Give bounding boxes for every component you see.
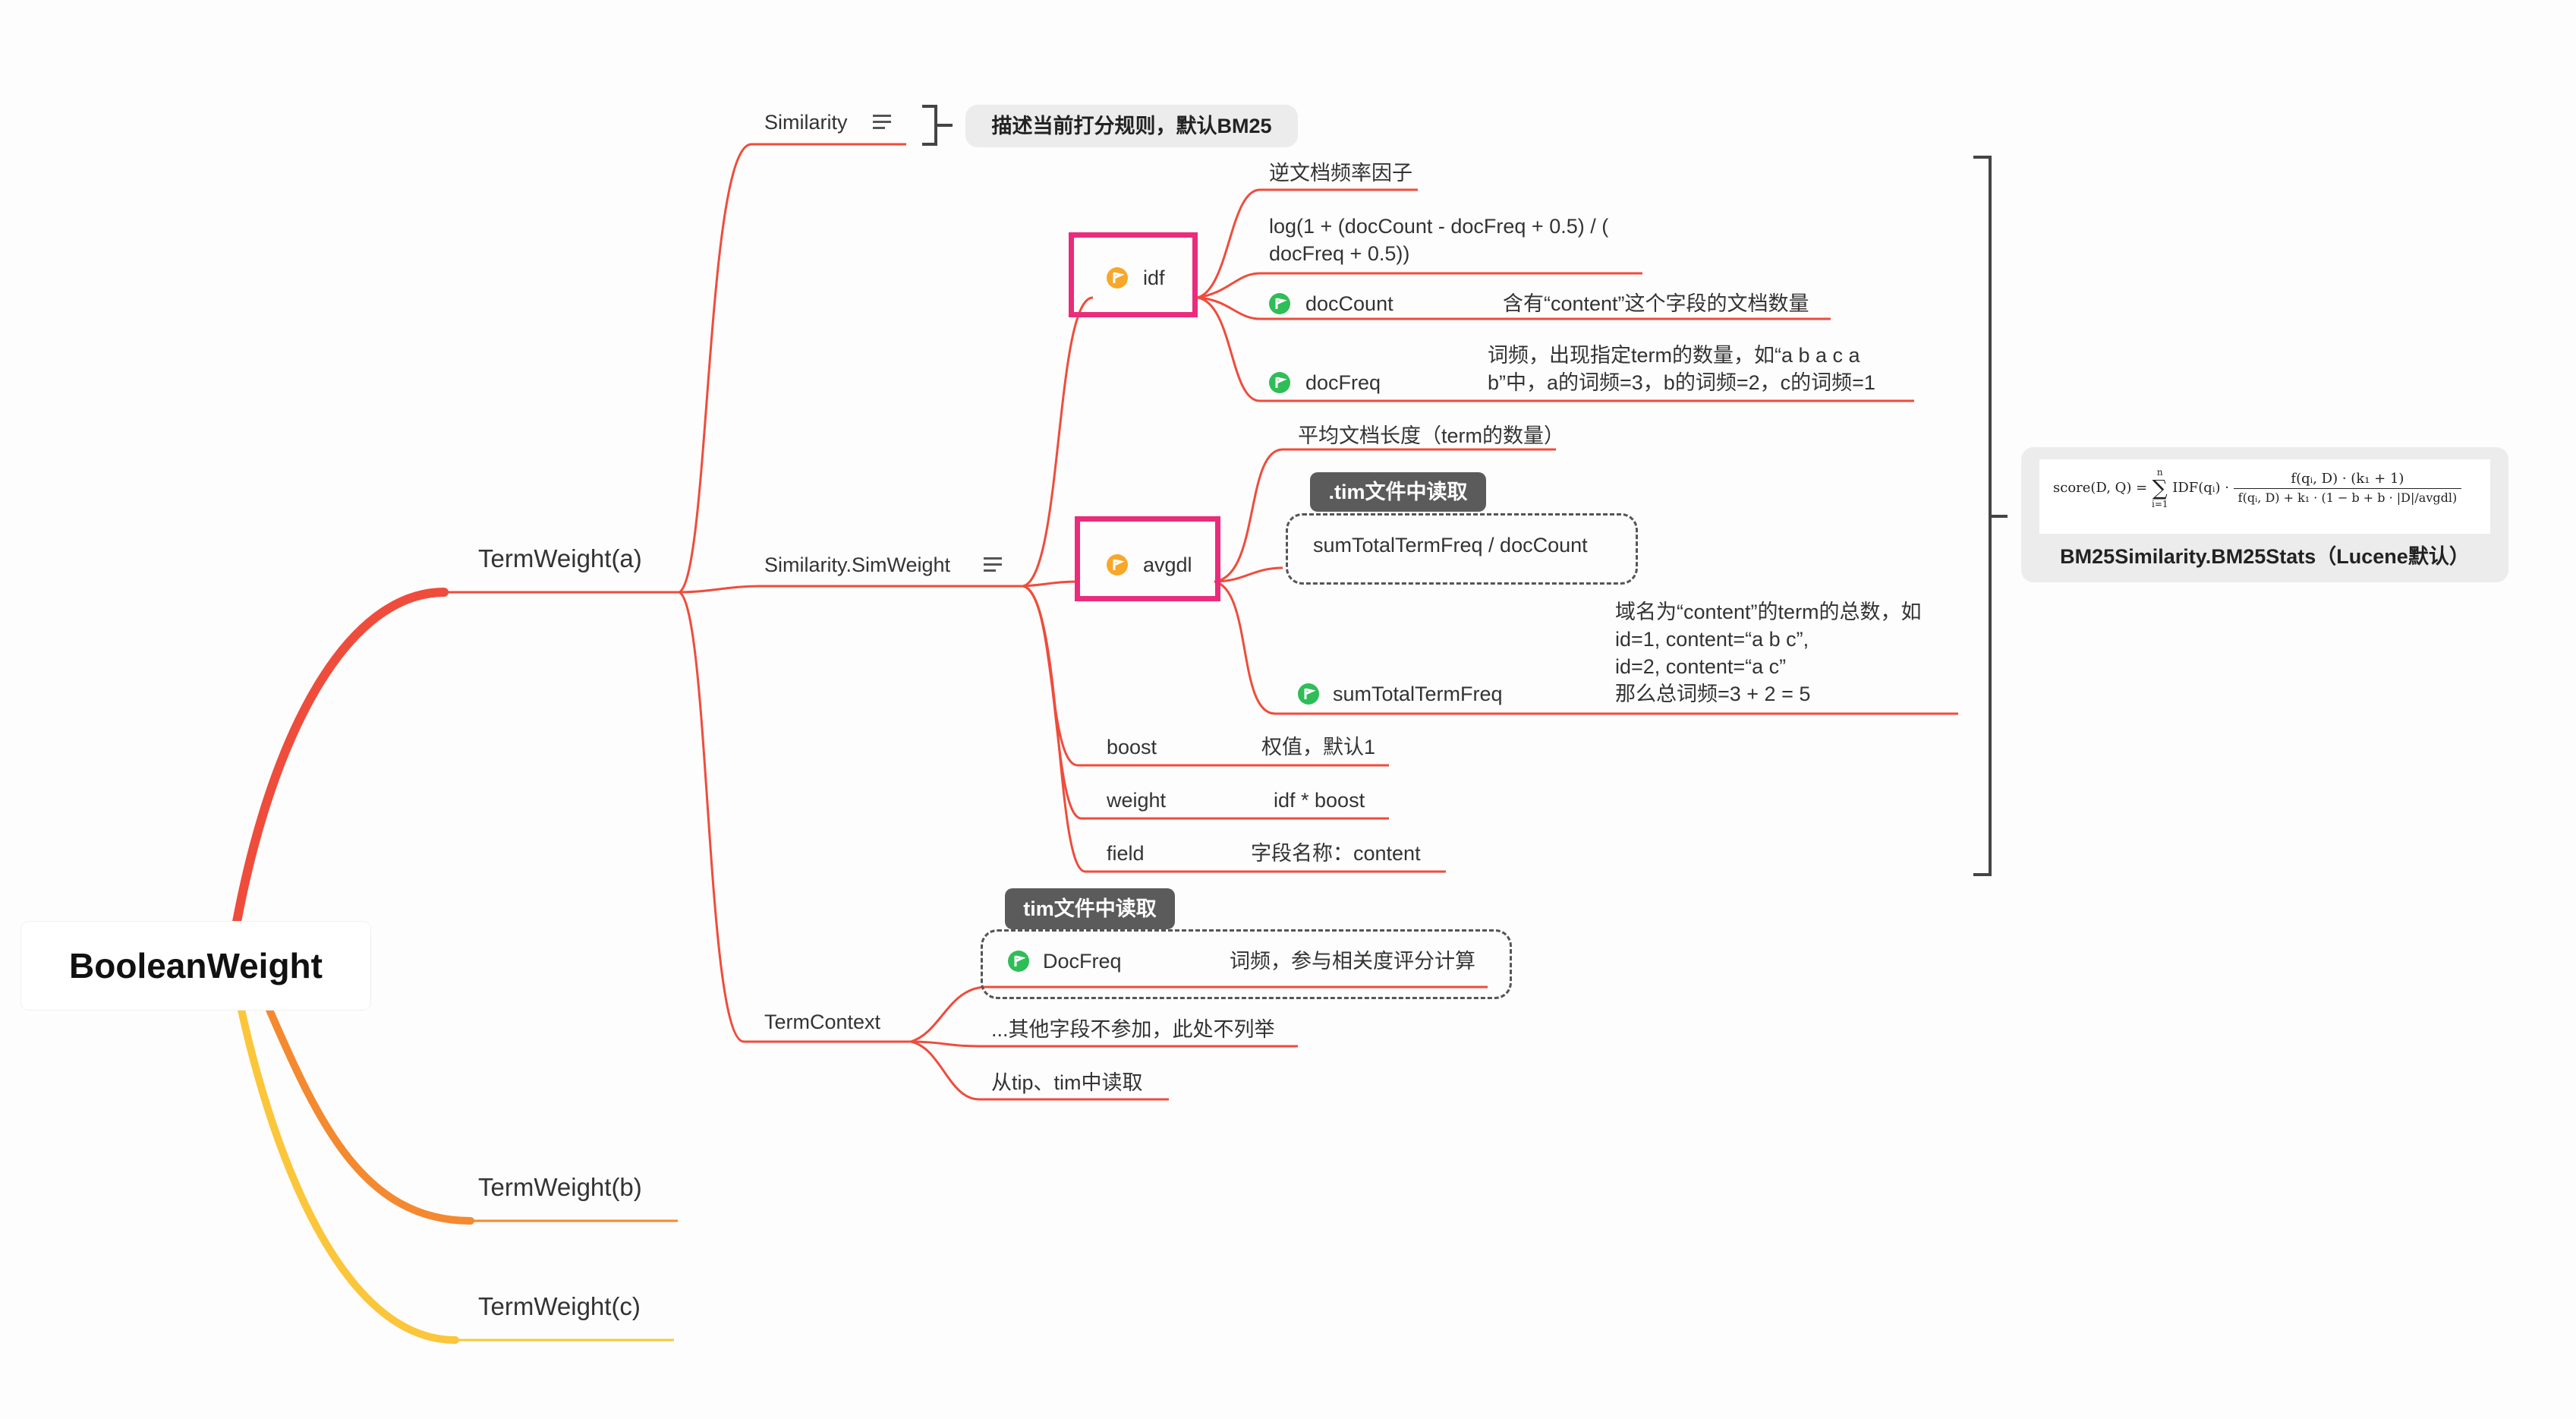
node-avgdl[interactable]: avgdl — [1143, 553, 1192, 576]
avgdl-formula-box — [1286, 513, 1638, 585]
summary-bracket — [1973, 156, 2008, 876]
connector-idf-formula — [1197, 272, 1261, 299]
connector-tc-docfreq — [910, 985, 987, 1043]
idf-highlight-box — [1069, 232, 1198, 317]
root-label: BooleanWeight — [69, 946, 323, 985]
node-idf[interactable]: idf — [1143, 266, 1165, 289]
connector-avgdl-sum — [1214, 580, 1276, 715]
avgdl-highlight-box — [1075, 516, 1220, 601]
similarity-note: 描述当前打分规则，默认BM25 — [965, 105, 1298, 147]
root-node[interactable]: BooleanWeight — [21, 922, 370, 1010]
connector-tc-source — [910, 1040, 980, 1101]
branch-termweight-b[interactable]: TermWeight(b) — [478, 1173, 642, 1201]
bm25-formula-image: score(D, Q) = n ∑ i=1 IDF(qᵢ) · f(qᵢ, D)… — [2039, 459, 2490, 534]
connector-sw-field — [1022, 585, 1086, 873]
connector-tc-others — [910, 1040, 980, 1048]
doccount-desc: 含有“content”这个字段的文档数量 — [1503, 292, 1809, 315]
sumtotal-desc-line-3: id=2, content=“a c” — [1615, 655, 1787, 678]
connector-a-termcontext — [679, 591, 745, 1043]
tc-others: ...其他字段不参加，此处不列举 — [991, 1018, 1275, 1041]
docfreq-desc: 词频，出现指定term的数量，如“a b a c a b”中，a的词频=3，b的… — [1488, 344, 1875, 394]
notes-icon[interactable] — [871, 112, 893, 131]
branch-termweight-c[interactable]: TermWeight(c) — [478, 1292, 641, 1320]
connector-avgdl-formula — [1214, 566, 1283, 583]
flag-icon — [1298, 683, 1319, 705]
node-docfreq[interactable]: docFreq — [1305, 371, 1381, 394]
avgdl-desc: 平均文档长度（term的数量） — [1298, 424, 1564, 447]
idf-formula: log(1 + (docCount - docFreq + 0.5) / ( d… — [1269, 215, 1609, 265]
connector-root-to-a — [232, 588, 449, 926]
flag-icon — [1269, 293, 1290, 314]
connector-sw-idf — [1022, 296, 1094, 588]
connector-sw-weight — [1022, 585, 1082, 820]
connector-sw-avgdl — [1022, 580, 1079, 588]
node-weight[interactable]: weight — [1107, 789, 1167, 812]
node-similarity[interactable]: Similarity — [764, 111, 848, 134]
weight-desc: idf * boost — [1274, 789, 1365, 812]
node-tc-docfreq[interactable]: DocFreq — [1043, 950, 1122, 973]
connector-root-to-c — [238, 1006, 459, 1344]
node-field[interactable]: field — [1107, 842, 1145, 865]
idf-desc: 逆文档频率因子 — [1269, 162, 1412, 184]
sumtotal-desc-line-4: 那么总词频=3 + 2 = 5 — [1615, 683, 1811, 705]
similarity-bracket — [922, 105, 953, 146]
connector-a-similarity — [679, 143, 752, 594]
node-sumtotaltermfreq[interactable]: sumTotalTermFreq — [1333, 683, 1503, 705]
flag-icon — [1107, 554, 1128, 575]
flag-icon — [1107, 267, 1128, 289]
tc-source: 从tip、tim中读取 — [991, 1071, 1143, 1094]
flag-icon — [1269, 372, 1290, 393]
node-doccount[interactable]: docCount — [1305, 292, 1393, 315]
avgdl-source-tag: .tim文件中读取 — [1310, 472, 1486, 512]
sumtotal-desc-line-1: 域名为“content”的term的总数，如 — [1615, 601, 1922, 623]
termcontext-source-tag: tim文件中读取 — [1005, 888, 1175, 929]
notes-icon[interactable] — [982, 555, 1003, 573]
connector-root-to-b — [266, 1006, 474, 1225]
node-termcontext[interactable]: TermContext — [764, 1011, 881, 1033]
termcontext-docfreq-box — [981, 929, 1512, 999]
node-simweight[interactable]: Similarity.SimWeight — [764, 553, 951, 576]
connector-avgdl-desc — [1214, 448, 1283, 583]
bm25-summary-card: score(D, Q) = n ∑ i=1 IDF(qᵢ) · f(qᵢ, D)… — [2021, 447, 2508, 582]
connector-a-simweight — [679, 585, 760, 594]
node-boost[interactable]: boost — [1107, 736, 1157, 758]
boost-desc: 权值，默认1 — [1261, 736, 1376, 758]
flag-icon — [1008, 951, 1029, 972]
connector-idf-doccount — [1197, 296, 1261, 320]
connector-idf-docfreq — [1197, 296, 1261, 402]
field-desc: 字段名称：content — [1251, 842, 1421, 865]
connector-idf-desc — [1197, 188, 1261, 299]
sumtotal-desc-line-2: id=1, content=“a b c”, — [1615, 628, 1809, 651]
tc-docfreq-desc: 词频，参与相关度评分计算 — [1230, 950, 1475, 973]
branch-termweight-a[interactable]: TermWeight(a) — [478, 544, 642, 572]
avgdl-formula: sumTotalTermFreq / docCount — [1313, 534, 1588, 557]
bm25-caption: BM25Similarity.BM25Stats（Lucene默认） — [2060, 545, 2470, 568]
bm25-formula: score(D, Q) = n ∑ i=1 IDF(qᵢ) · f(qᵢ, D)… — [2053, 467, 2462, 509]
